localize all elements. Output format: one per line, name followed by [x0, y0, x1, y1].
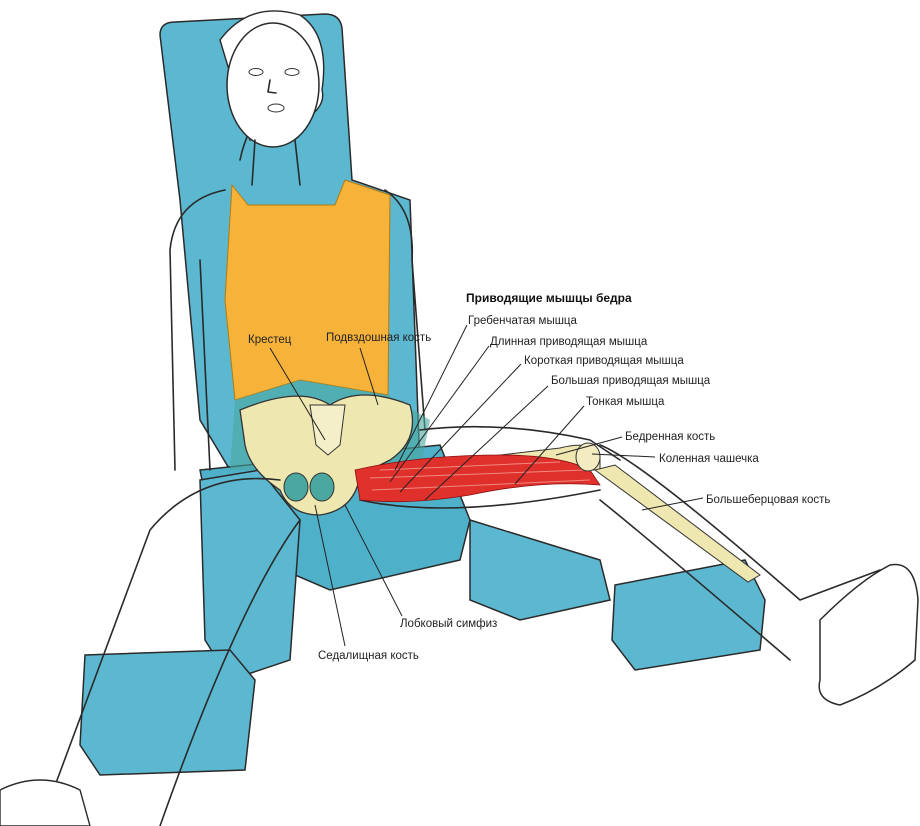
torso-shirt	[224, 179, 391, 401]
thigh-outline-bottom	[359, 489, 601, 509]
thigh-outline-top	[419, 425, 621, 461]
mouth	[267, 103, 285, 113]
floor-object	[0, 779, 91, 826]
head	[226, 22, 320, 148]
left-eye	[248, 68, 264, 76]
chair-left-pad	[79, 649, 256, 776]
shin-outline-top	[599, 444, 881, 601]
label-adductor-longus: Длинная приводящая мышца	[490, 336, 648, 348]
title-label: Приводящие мышцы бедра	[466, 291, 632, 305]
adductor-muscles	[354, 454, 601, 503]
left-leg-outline-bottom	[159, 519, 301, 826]
obturator-foramen-left	[283, 472, 309, 502]
label-tibia: Большеберцовая кость	[706, 494, 830, 506]
label-pubic-symphysis: Лобковый симфиз	[400, 618, 497, 630]
label-pectineus: Гребенчатая мышца	[468, 315, 578, 327]
chair-right-pad	[611, 559, 766, 671]
shoe	[818, 563, 919, 706]
right-eye	[284, 68, 300, 76]
patella-bone	[575, 442, 601, 472]
shin-outline-bottom	[599, 499, 791, 661]
label-sacrum: Крестец	[248, 334, 292, 346]
muscle-fibers	[369, 461, 591, 491]
right-arm-outline	[384, 189, 426, 431]
sacrum-bone	[309, 404, 346, 456]
left-arm-inner	[199, 259, 211, 471]
label-adductor-brevis: Короткая приводящая мышца	[524, 355, 684, 367]
label-femur: Бедренная кость	[625, 431, 715, 443]
tibia-bone	[593, 464, 761, 583]
left-arm-outline	[169, 189, 226, 471]
chair-left-support	[199, 469, 301, 681]
leader-lines	[269, 324, 704, 647]
neck	[251, 139, 301, 186]
label-ischium: Седалищная кость	[318, 650, 419, 662]
nose	[267, 79, 277, 94]
left-leg-outline-top	[39, 477, 281, 826]
label-ilium: Подвздошная кость	[326, 332, 431, 344]
chair-right-support	[469, 518, 611, 621]
obturator-foramen-right	[309, 472, 335, 502]
label-gracilis: Тонкая мышца	[586, 396, 665, 408]
label-adductor-magnus: Большая приводящая мышца	[551, 375, 711, 387]
label-patella: Коленная чашечка	[659, 453, 759, 465]
